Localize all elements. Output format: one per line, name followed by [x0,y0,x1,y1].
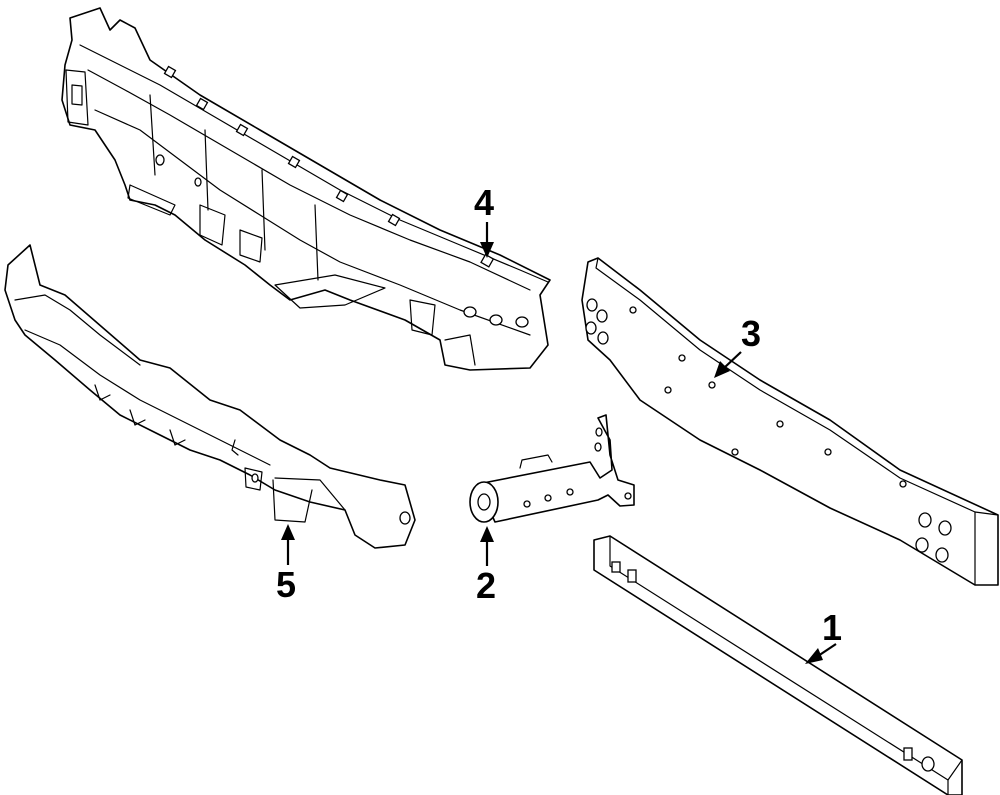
impact-bar[interactable] [581,257,999,586]
callout-2-label: 2 [476,565,496,606]
callout-1-label: 1 [822,607,842,648]
callout-4-label: 4 [474,182,494,223]
callout-1-arrow [805,648,823,664]
callout-3: 3 [714,313,761,378]
callout-5: 5 [276,524,296,605]
callout-3-arrow [714,361,730,378]
callout-5-label: 5 [276,564,296,605]
callout-5-arrow [281,524,295,540]
callout-3-label: 3 [741,313,761,354]
callout-3-leader [723,351,742,369]
lower-absorber[interactable] [4,244,416,549]
callout-1: 1 [805,607,842,664]
absorber-bracket[interactable] [469,414,635,523]
callout-4: 4 [474,182,494,258]
callout-2-arrow [480,526,494,542]
upper-absorber-assembly[interactable] [61,7,551,371]
callout-4-arrow [480,242,494,258]
callout-2: 2 [476,526,496,606]
lower-cross-bar[interactable] [593,535,963,795]
